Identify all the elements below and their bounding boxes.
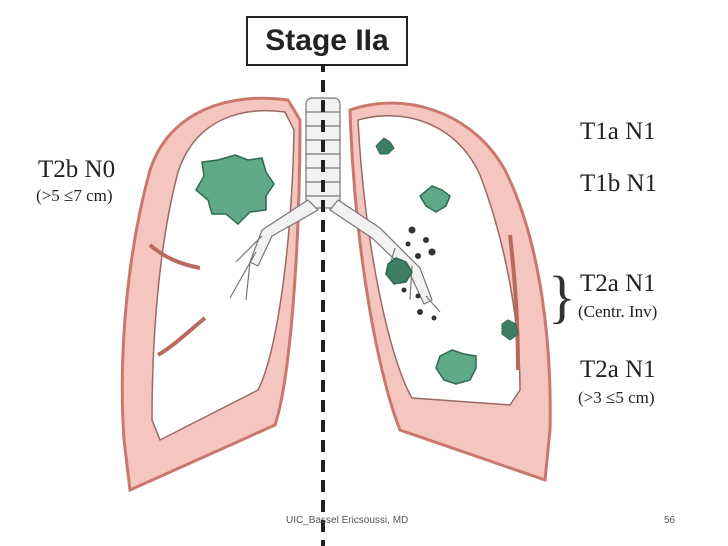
tumors bbox=[195, 137, 519, 385]
brace-symbol: } bbox=[548, 264, 576, 329]
right-fissure bbox=[508, 234, 520, 371]
page-title: Stage IIa bbox=[246, 16, 408, 66]
label-left-note: (>5 ≤7 cm) bbox=[36, 186, 113, 205]
footer-author: UIC_Bassel Ericsoussi, MD bbox=[286, 515, 409, 526]
right-lung bbox=[348, 101, 552, 483]
footer-page-number: 56 bbox=[664, 515, 676, 526]
left-lung bbox=[120, 96, 302, 493]
tumor-right-lower bbox=[435, 349, 477, 385]
tumor-right-central bbox=[385, 257, 413, 285]
tumor-right-small bbox=[501, 319, 519, 341]
label-right-3: T2a N1 bbox=[580, 270, 656, 297]
left-fissure bbox=[148, 243, 201, 270]
left-fissure-lower bbox=[156, 316, 207, 357]
label-right-4-note: (>3 ≤5 cm) bbox=[578, 388, 655, 407]
tumor-right-t1a bbox=[375, 137, 395, 155]
tumor-right-t1b bbox=[419, 185, 451, 213]
tumor-left-large bbox=[195, 154, 275, 226]
label-right-1: T1a N1 bbox=[580, 118, 656, 145]
trachea bbox=[229, 97, 441, 313]
label-left-stage: T2b N0 bbox=[38, 156, 116, 183]
lymph-nodes bbox=[401, 226, 437, 321]
label-right-3-note: (Centr. Inv) bbox=[578, 302, 658, 321]
label-right-2: T1b N1 bbox=[580, 170, 658, 197]
label-right-4: T2a N1 bbox=[580, 356, 656, 383]
